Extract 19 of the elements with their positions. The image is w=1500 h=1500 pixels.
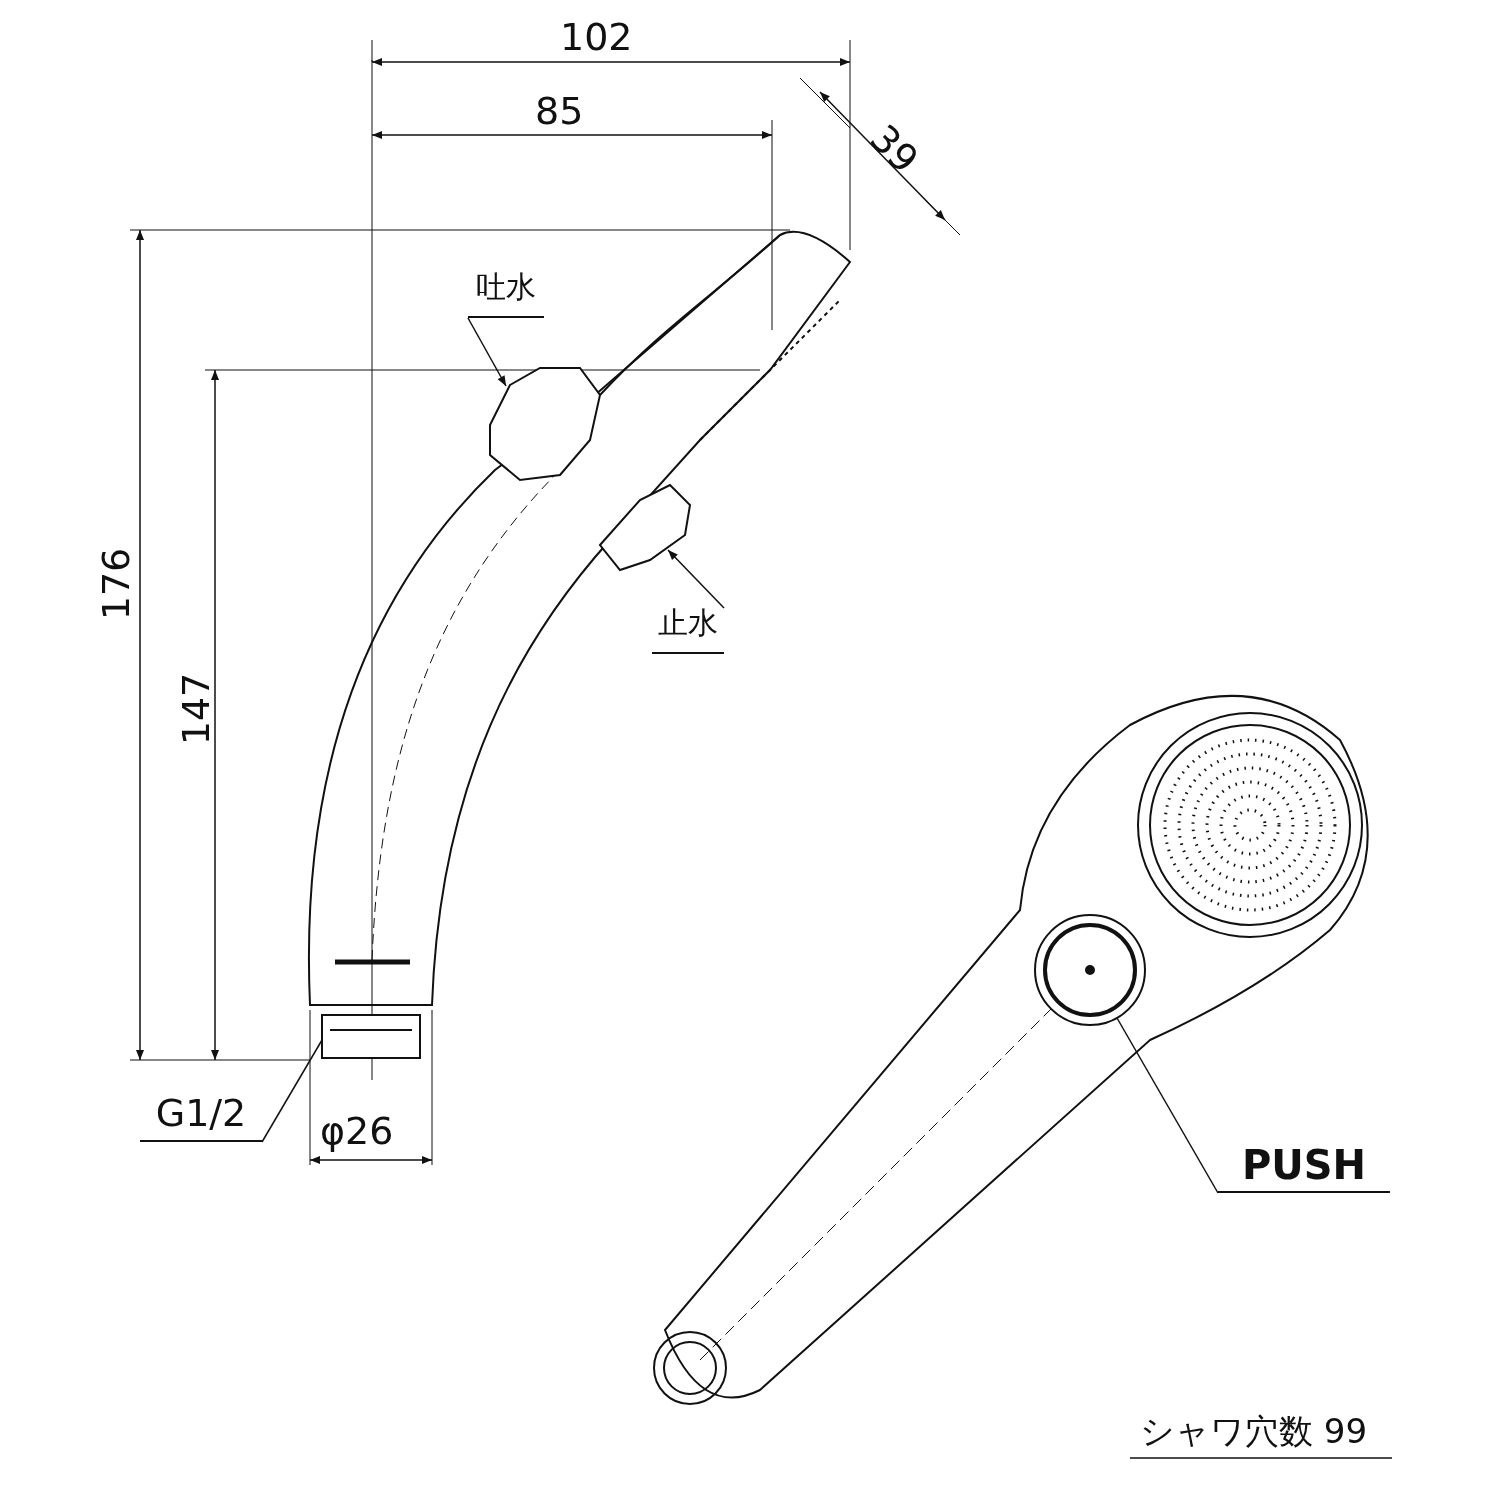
dimension-label: 85 — [535, 92, 584, 130]
thread-drawing — [321, 1014, 421, 1059]
leader-line — [467, 317, 507, 387]
leader-line — [261, 1039, 323, 1143]
dimension-label: 176 — [97, 547, 136, 621]
callout-label: 吐水 — [468, 272, 544, 318]
button-drawing — [489, 367, 602, 482]
callout-label: G1/2 — [140, 1094, 262, 1142]
callout-label: 止水 — [652, 608, 724, 654]
callout-label: PUSH — [1218, 1145, 1390, 1193]
leader-line — [1116, 1017, 1219, 1194]
dimension-label: φ26 — [320, 1112, 394, 1150]
leader-line — [667, 549, 725, 609]
dimension-label: 102 — [560, 18, 633, 56]
note-text: シャワ穴数 99 — [1140, 1414, 1368, 1448]
button-drawing — [598, 483, 692, 572]
button-drawing — [1034, 914, 1146, 1026]
dimension-label: 147 — [177, 672, 216, 746]
dimension-label: 39 — [863, 118, 925, 180]
